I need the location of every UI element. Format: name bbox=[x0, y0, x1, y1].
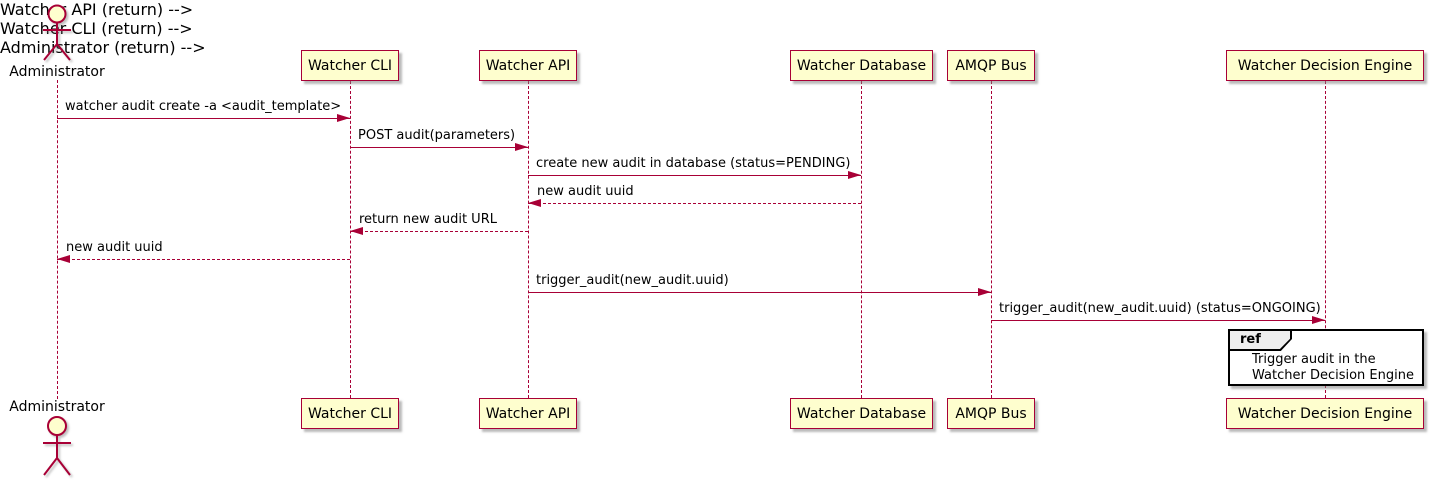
actor-label: Administrator bbox=[9, 399, 105, 415]
participant-label: Watcher CLI bbox=[307, 405, 393, 422]
message-label: return new audit URL bbox=[359, 212, 497, 227]
message-label: POST audit(parameters) bbox=[358, 128, 516, 143]
participant-label: Watcher CLI bbox=[307, 57, 393, 74]
participant-label: AMQP Bus bbox=[955, 405, 1027, 422]
lifeline-administrator bbox=[57, 80, 58, 399]
message-line bbox=[991, 320, 1325, 321]
participant-label: Watcher Database bbox=[796, 405, 927, 422]
actor-label: Administrator bbox=[9, 64, 105, 80]
participant-watcher-cli-bottom: Watcher CLI bbox=[301, 398, 399, 429]
actor-administrator-top: Administrator bbox=[0, 4, 117, 80]
message-line bbox=[350, 231, 528, 232]
lifeline-watcher-decision-engine bbox=[1325, 81, 1326, 398]
actor-administrator-bottom: Administrator bbox=[0, 399, 117, 477]
arrowhead-icon bbox=[337, 113, 350, 122]
participant-label: Watcher Database bbox=[796, 57, 927, 74]
message-label: new audit uuid bbox=[66, 240, 163, 255]
arrowhead-icon bbox=[848, 170, 861, 179]
lifeline-watcher-cli bbox=[350, 81, 351, 398]
participant-watcher-cli-top: Watcher CLI bbox=[301, 50, 399, 81]
message-line bbox=[57, 259, 350, 260]
message-line bbox=[528, 175, 861, 176]
ref-text: Trigger audit in the Watcher Decision En… bbox=[1252, 352, 1418, 384]
message-label: create new audit in database (status=PEN… bbox=[536, 156, 851, 171]
message-label: trigger_audit(new_audit.uuid) bbox=[536, 273, 729, 288]
ref-tag bbox=[1230, 331, 1292, 351]
message-line bbox=[57, 118, 350, 119]
participant-watcher-database-bottom: Watcher Database bbox=[790, 398, 933, 429]
lifeline-amqp-bus bbox=[991, 81, 992, 398]
arrowhead-icon bbox=[1312, 315, 1325, 324]
ref-line-1: Trigger audit in the bbox=[1252, 352, 1376, 367]
participant-watcher-api-top: Watcher API bbox=[479, 50, 577, 81]
message-label: watcher audit create -a <audit_template> bbox=[65, 99, 342, 114]
participant-watcher-decision-engine-top: Watcher Decision Engine bbox=[1226, 50, 1424, 81]
message-line bbox=[350, 147, 528, 148]
participant-label: Watcher Decision Engine bbox=[1237, 405, 1413, 422]
arrowhead-icon bbox=[350, 226, 363, 235]
lifeline-watcher-database bbox=[861, 81, 862, 398]
message-line bbox=[528, 292, 991, 293]
message-line bbox=[528, 203, 861, 204]
arrowhead-icon bbox=[978, 287, 991, 296]
actor-icon bbox=[43, 416, 71, 476]
participant-label: Watcher Decision Engine bbox=[1237, 57, 1413, 74]
participant-amqp-bus-top: AMQP Bus bbox=[947, 50, 1035, 81]
lifeline-watcher-api bbox=[528, 81, 529, 398]
message-label: trigger_audit(new_audit.uuid) (status=ON… bbox=[999, 301, 1321, 316]
participant-label: AMQP Bus bbox=[955, 57, 1027, 74]
participant-watcher-database-top: Watcher Database bbox=[790, 50, 933, 81]
arrowhead-icon bbox=[528, 198, 541, 207]
participant-amqp-bus-bottom: AMQP Bus bbox=[947, 398, 1035, 429]
arrowhead-icon bbox=[515, 142, 528, 151]
ref-fragment: ref Trigger audit in the Watcher Decisio… bbox=[1228, 329, 1424, 386]
arrowhead-icon bbox=[57, 254, 70, 263]
participant-watcher-api-bottom: Watcher API bbox=[479, 398, 577, 429]
actor-icon bbox=[43, 4, 71, 61]
participant-watcher-decision-engine-bottom: Watcher Decision Engine bbox=[1226, 398, 1424, 429]
participant-label: Watcher API bbox=[485, 57, 571, 74]
ref-keyword: ref bbox=[1240, 332, 1261, 347]
participant-label: Watcher API bbox=[485, 405, 571, 422]
message-label: new audit uuid bbox=[537, 184, 634, 199]
ref-line-2: Watcher Decision Engine bbox=[1252, 368, 1414, 383]
